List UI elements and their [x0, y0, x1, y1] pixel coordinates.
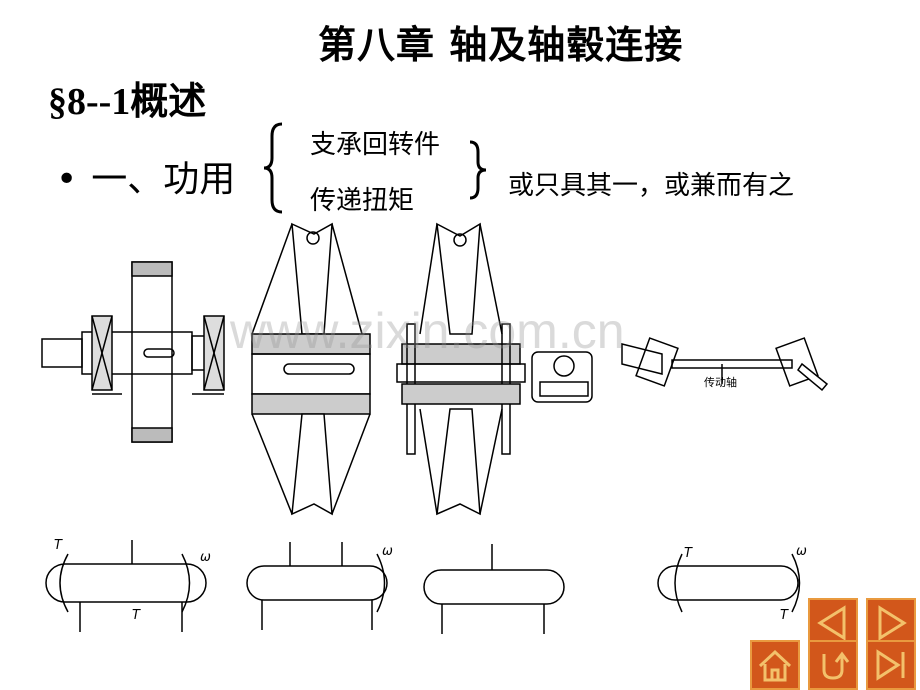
shaft-illustration: 传动轴 T T ω ω T ω T [32, 214, 830, 637]
bullet-item: • 一、功用 [56, 150, 235, 202]
watermark: www.zixin.com.cn [230, 303, 625, 359]
omega-label-1: ω [200, 550, 211, 565]
drive-shaft-drawing [621, 337, 829, 392]
omega-label-3: ω [796, 544, 807, 559]
pulley-drawing-2 [396, 222, 593, 516]
right-brace [469, 140, 487, 200]
bullet-label: 一、功用 [91, 159, 236, 200]
torque-label-2: T [132, 608, 140, 623]
left-brace [263, 122, 283, 214]
torque-label-3: T [684, 546, 692, 561]
prev-button[interactable] [808, 598, 858, 648]
return-arrow-icon [822, 651, 850, 680]
section-heading: §8--1概述 [48, 81, 207, 123]
gear-shaft-drawing [41, 261, 225, 443]
home-icon [758, 649, 792, 682]
bullet-dot: • [56, 159, 78, 200]
pulley-drawing-1 [251, 222, 371, 516]
return-button[interactable] [808, 640, 858, 690]
home-button[interactable] [750, 640, 800, 690]
force-diagram-3 [423, 544, 565, 634]
torque-label-1: T [54, 538, 62, 553]
shaft-label: 传动轴 [704, 376, 737, 389]
function-option-1: 支承回转件 [310, 130, 441, 160]
function-option-2: 传递扭矩 [310, 186, 415, 216]
shaft-drawings [41, 222, 829, 634]
triangle-left-icon [817, 605, 846, 641]
force-diagram-2 [246, 542, 388, 630]
force-diagram-4 [657, 553, 801, 613]
last-button[interactable] [866, 640, 916, 690]
force-diagram-1 [45, 540, 207, 632]
slide-title: 第八章 轴及轴毂连接 [318, 23, 684, 67]
omega-label-2: ω [382, 544, 393, 559]
triangle-right-icon [878, 605, 907, 641]
skip-end-icon [876, 649, 905, 681]
torque-label-4: T [780, 608, 788, 623]
function-note: 或只具其一，或兼而有之 [508, 171, 795, 201]
